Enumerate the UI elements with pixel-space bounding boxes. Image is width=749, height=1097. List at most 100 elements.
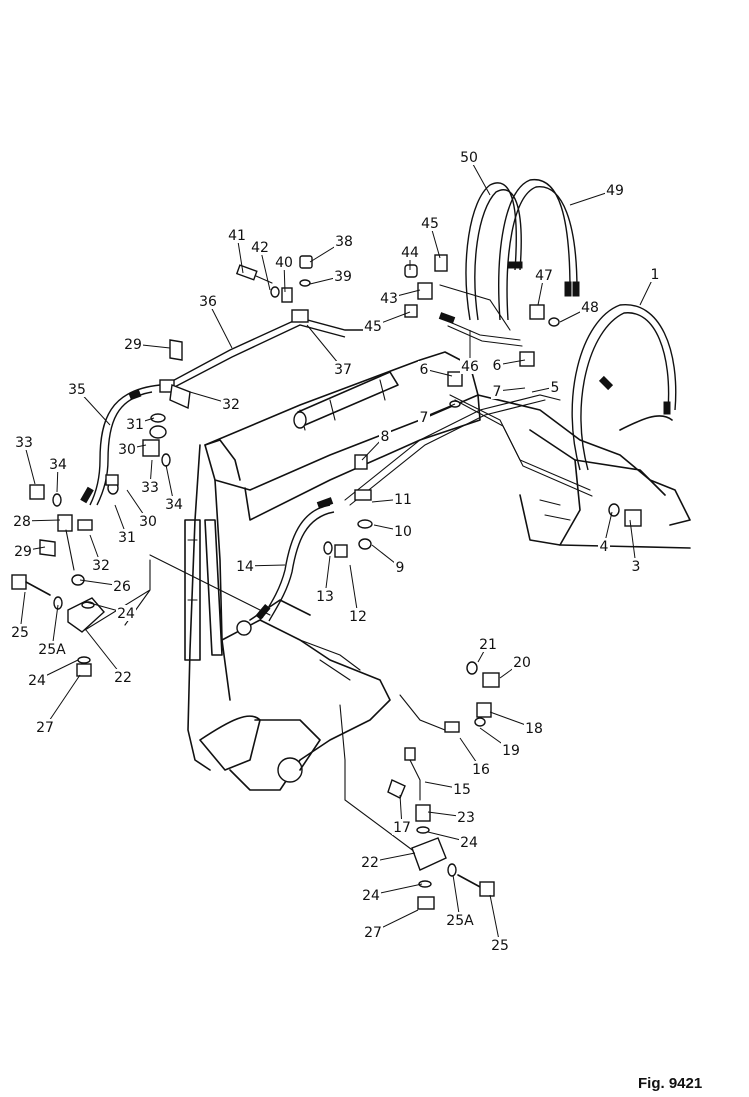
callout-43: 43 xyxy=(379,289,421,307)
callout-10: 10 xyxy=(373,523,413,540)
callout-label: 9 xyxy=(396,560,405,576)
callout-11: 11 xyxy=(371,491,413,508)
callout-24: 24 xyxy=(27,659,79,689)
callout-label: 1 xyxy=(651,267,660,283)
callout-bg xyxy=(491,383,503,399)
callout-34: 34 xyxy=(48,456,68,493)
callout-bg xyxy=(549,379,561,395)
callout-bg xyxy=(379,428,391,444)
callout-bg xyxy=(117,529,137,545)
callout-34: 34 xyxy=(164,464,184,513)
callout-label: 47 xyxy=(535,268,553,284)
callout-label: 34 xyxy=(49,457,67,473)
callout-bg xyxy=(379,290,399,306)
callout-label: 18 xyxy=(525,721,543,737)
callout-17: 17 xyxy=(392,794,412,836)
callout-bg xyxy=(334,233,354,249)
callout-41: 41 xyxy=(227,227,247,274)
callout-45: 45 xyxy=(420,215,441,259)
callout-label: 25A xyxy=(38,642,66,658)
callout-label: 24 xyxy=(460,835,478,851)
callout-bg xyxy=(512,654,532,670)
callout-label: 25A xyxy=(446,913,474,929)
callout-26: 26 xyxy=(79,578,132,595)
callout-label: 16 xyxy=(472,762,490,778)
callout-29: 29 xyxy=(123,336,171,353)
callout-bg xyxy=(420,215,440,231)
callout-bg xyxy=(478,636,498,652)
callout-label: 28 xyxy=(13,514,31,530)
machine-frame xyxy=(84,351,691,853)
callout-label: 48 xyxy=(581,300,599,316)
callout-bg xyxy=(456,809,476,825)
callout-label: 24 xyxy=(117,606,135,622)
callout-bg xyxy=(418,361,430,377)
callout-label: 31 xyxy=(126,417,144,433)
callout-label: 33 xyxy=(15,435,33,451)
callout-label: 29 xyxy=(14,544,32,560)
callout-leader xyxy=(489,894,501,946)
callout-label: 11 xyxy=(394,492,412,508)
callout-bg xyxy=(274,254,294,270)
callout-label: 23 xyxy=(457,810,475,826)
callout-label: 14 xyxy=(236,559,254,575)
callout-label: 4 xyxy=(600,539,609,555)
callout-bg xyxy=(452,781,472,797)
callout-12: 12 xyxy=(348,564,368,625)
callout-35: 35 xyxy=(67,381,111,426)
callout-bg xyxy=(221,396,241,412)
callout-bg xyxy=(400,244,420,260)
callout-bg xyxy=(117,441,137,457)
callout-23: 23 xyxy=(427,809,476,826)
callout-label: 27 xyxy=(364,925,382,941)
callout-bg xyxy=(138,513,158,529)
callout-bg xyxy=(250,239,270,255)
callout-label: 38 xyxy=(335,234,353,250)
callout-33: 33 xyxy=(140,459,160,496)
callout-22: 22 xyxy=(85,629,133,686)
callout-label: 27 xyxy=(36,720,54,736)
callout-label: 37 xyxy=(334,362,352,378)
callout-15: 15 xyxy=(424,781,472,798)
callout-14: 14 xyxy=(235,558,286,575)
callout-bg xyxy=(524,720,544,736)
callout-bg xyxy=(363,318,383,334)
callout-bg xyxy=(459,834,479,850)
callout-48: 48 xyxy=(559,299,600,323)
callout-bg xyxy=(12,513,32,529)
callout-bg xyxy=(501,742,521,758)
callout-label: 39 xyxy=(334,269,352,285)
callout-31: 31 xyxy=(114,504,137,546)
callout-bg xyxy=(333,361,353,377)
callout-bg xyxy=(123,336,143,352)
callout-bg xyxy=(394,559,406,575)
callout-32: 32 xyxy=(89,534,111,574)
callout-6: 6 xyxy=(491,357,526,374)
callout-bg xyxy=(460,358,480,374)
callout-label: 35 xyxy=(68,382,86,398)
callout-label: 10 xyxy=(394,524,412,540)
callout-bg xyxy=(446,912,474,928)
callout-label: 46 xyxy=(461,359,479,375)
callout-bg xyxy=(392,819,412,835)
callout-label: 44 xyxy=(401,245,419,261)
callout-6: 6 xyxy=(418,361,453,378)
callout-label: 22 xyxy=(361,855,379,871)
callout-20: 20 xyxy=(499,654,532,679)
callout-24: 24 xyxy=(85,601,136,622)
callout-8: 8 xyxy=(361,428,391,461)
callout-24: 24 xyxy=(361,883,423,904)
callout-29: 29 xyxy=(13,543,46,560)
callout-40: 40 xyxy=(274,254,294,293)
callout-label: 30 xyxy=(139,514,157,530)
callout-1: 1 xyxy=(639,266,661,306)
callout-label: 36 xyxy=(199,294,217,310)
callout-label: 22 xyxy=(114,670,132,686)
callout-bg xyxy=(418,409,430,425)
callout-4: 4 xyxy=(598,511,613,555)
callout-bg xyxy=(649,266,661,282)
callout-bg xyxy=(140,479,160,495)
callout-bg xyxy=(198,293,218,309)
callout-45: 45 xyxy=(363,311,411,335)
